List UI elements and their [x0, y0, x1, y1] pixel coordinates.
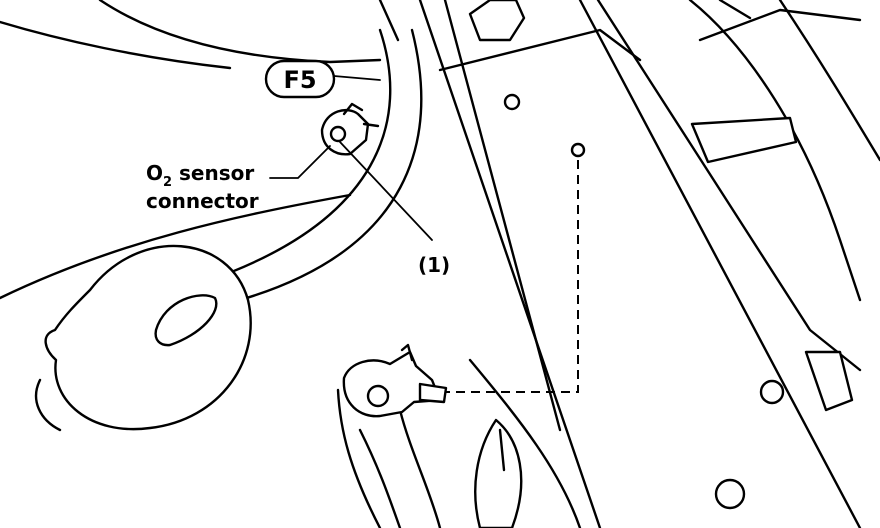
f5-badge-label: F5 [283, 66, 316, 94]
f5-badge: F5 [264, 59, 336, 99]
item-number-label: (1) [418, 253, 450, 277]
sensor-label-line1: O2 sensor [146, 161, 254, 190]
mounting-holes [468, 0, 854, 510]
alignment-dashed-line [432, 160, 579, 393]
sensor-label-line2: connector [146, 189, 259, 213]
radiator-support-panel [418, 0, 880, 528]
sensor-label: O2 sensor connector [146, 161, 259, 213]
panel-bracket [690, 116, 798, 164]
lower-connector-assembly [336, 343, 523, 528]
leader-lines [269, 75, 433, 241]
o2-sensor-connector [320, 102, 380, 156]
radiator-cap [34, 244, 252, 432]
